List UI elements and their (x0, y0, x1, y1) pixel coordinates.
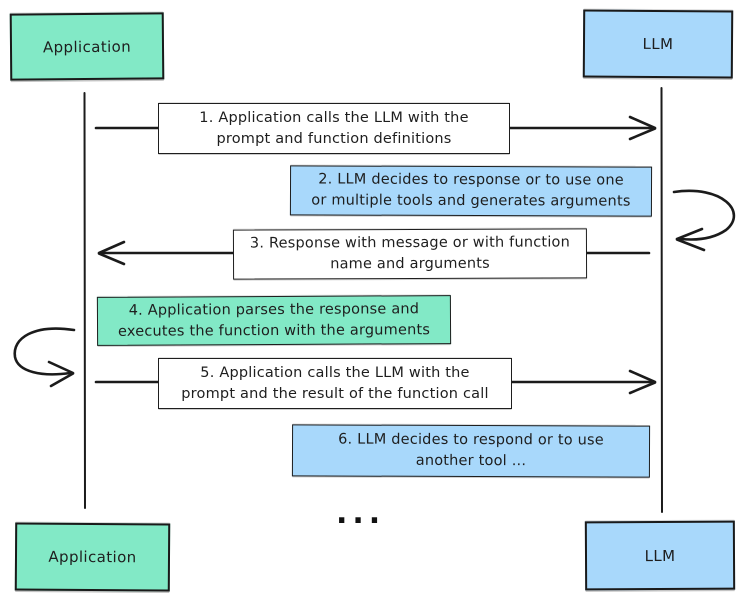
self-loop-llm-curve (672, 189, 736, 241)
message-box-step6: 6. LLM decides to respond or to use anot… (291, 424, 651, 478)
message-text-step6: 6. LLM decides to respond or to use anot… (338, 431, 604, 470)
arrow-step3-head-left-icon (97, 240, 126, 266)
self-loop-application-curve (13, 327, 76, 376)
ellipsis-dots: ... (336, 496, 386, 531)
lifeline-application (83, 92, 86, 509)
message-text-step3: 3. Response with message or with functio… (249, 234, 571, 273)
self-loop-llm-head-left-icon (675, 227, 706, 252)
actor-label-llm-top: LLM (642, 34, 674, 54)
message-text-step2: 2. LLM decides to response or to use one… (311, 171, 631, 210)
message-box-step3: 3. Response with message or with functio… (232, 228, 588, 280)
message-text-step1: 1. Application calls the LLM with the pr… (199, 109, 469, 147)
actor-box-application-top: Application (9, 12, 165, 81)
actor-label-application-bottom: Application (48, 547, 137, 567)
message-box-step4: 4. Application parses the response and e… (96, 295, 452, 346)
message-text-step5: 5. Application calls the LLM with the pr… (181, 364, 489, 402)
lifeline-llm (660, 87, 663, 513)
actor-box-llm-top: LLM (582, 9, 734, 79)
self-loop-application-head-right-icon (47, 360, 75, 388)
arrow-step5-head-right-icon (628, 369, 657, 395)
actor-label-llm-bottom: LLM (644, 546, 676, 565)
message-box-step2: 2. LLM decides to response or to use one… (289, 165, 653, 217)
actor-label-application-top: Application (42, 37, 132, 56)
arrow-step1-head-right-icon (628, 115, 657, 141)
actor-box-application-bottom: Application (14, 522, 171, 592)
message-box-step1: 1. Application calls the LLM with the pr… (158, 103, 510, 154)
actor-box-llm-bottom: LLM (584, 520, 736, 591)
message-box-step5: 5. Application calls the LLM with the pr… (158, 358, 512, 409)
message-text-step4: 4. Application parses the response and e… (117, 300, 431, 340)
